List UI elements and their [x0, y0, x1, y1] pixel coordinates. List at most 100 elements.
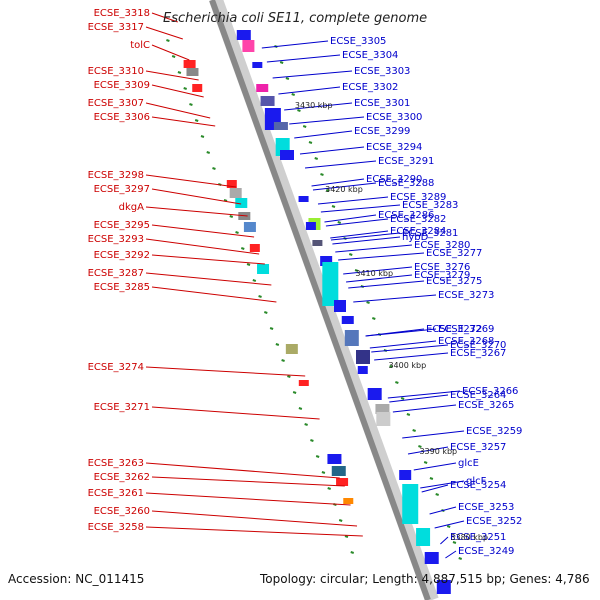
label-leader-right: [389, 394, 449, 403]
gene-label-left: ECSE_3293: [88, 234, 144, 245]
tick-left: [166, 39, 170, 42]
gene-label-left: ECSE_3307: [88, 98, 144, 109]
reverse-gene-feature: [229, 188, 242, 198]
gene-label-right: ECSE_3294: [366, 142, 422, 153]
kbp-marker-label: 3430 kbp: [295, 101, 333, 110]
label-leader-left: [145, 492, 351, 506]
forward-gene-feature: [322, 262, 339, 306]
gene-label-left: ECSE_3306: [94, 112, 150, 123]
label-leader-right: [346, 274, 413, 283]
tick-right: [406, 413, 411, 416]
gene-label-right: ECSE_3289: [390, 192, 446, 203]
gene-label-left: ECSE_3310: [88, 66, 144, 77]
label-leader-left: [151, 406, 320, 420]
tick-left: [338, 519, 343, 522]
tick-right: [302, 125, 307, 128]
tick-right: [291, 93, 295, 96]
gene-label-left: ECSE_3274: [88, 362, 144, 373]
reverse-gene-feature: [249, 244, 260, 252]
gene-label-left: ECSE_3271: [94, 402, 150, 413]
forward-gene-feature: [334, 300, 346, 312]
tick-right: [446, 525, 451, 528]
gene-label-right: glcE: [458, 458, 479, 469]
gene-label-left: ECSE_3263: [88, 458, 144, 469]
tick-right: [418, 445, 422, 448]
reverse-gene-feature: [257, 264, 270, 274]
gene-label-right: ECSE_3280: [414, 240, 470, 251]
forward-gene-feature: [260, 96, 275, 106]
tick-right: [348, 253, 353, 256]
gene-label-right: ECSE_3303: [354, 66, 410, 77]
forward-gene-feature: [402, 484, 419, 524]
label-leader-right: [335, 244, 413, 253]
tick-right: [366, 301, 370, 304]
tick-left: [304, 423, 308, 426]
forward-gene-feature: [305, 222, 316, 230]
gene-label-left: ECSE_3298: [88, 170, 144, 181]
gene-label-left: dkgA: [119, 202, 144, 213]
tick-left: [177, 71, 182, 74]
tick-left: [281, 359, 285, 362]
label-leader-left: [145, 174, 237, 188]
tick-right: [435, 493, 439, 496]
gene-label-right: glcF: [466, 476, 487, 487]
tick-right: [429, 477, 434, 480]
forward-gene-feature: [273, 122, 288, 130]
label-leader-left: [145, 366, 306, 377]
tick-left: [310, 439, 314, 442]
label-leader-left: [151, 84, 204, 98]
tick-left: [269, 327, 274, 330]
tick-left: [321, 471, 326, 474]
gene-label-right: ECSE_3277: [426, 248, 482, 259]
topology-text: Topology: circular; Length: 4,887,515 bp…: [260, 572, 590, 586]
label-leader-left: [145, 102, 211, 119]
tick-left: [194, 119, 199, 122]
tick-right: [308, 141, 313, 144]
tick-left: [212, 167, 216, 170]
label-leader-right: [387, 390, 461, 399]
forward-gene-feature: [298, 196, 309, 202]
label-leader-right: [304, 160, 377, 169]
kbp-marker-label: 3390 kbp: [419, 447, 457, 456]
kbp-marker-label: 3420 kbp: [325, 185, 363, 194]
gene-label-right: ECSE_3273: [438, 290, 494, 301]
tick-left: [275, 343, 280, 346]
forward-gene-feature: [367, 388, 382, 400]
tick-left: [223, 199, 228, 202]
gene-label-left: tolC: [130, 40, 150, 51]
tick-left: [189, 103, 193, 106]
label-leader-right: [369, 340, 437, 349]
gene-label-right: ECSE_3305: [330, 36, 386, 47]
label-leader-left: [151, 188, 242, 205]
forward-gene-feature: [252, 62, 263, 68]
reverse-gene-feature: [186, 68, 199, 76]
gene-label-right: ECSE_3276: [414, 262, 470, 273]
gene-label-right: ECSE_3253: [458, 502, 514, 513]
reverse-gene-feature: [285, 344, 298, 354]
tick-right: [285, 77, 290, 80]
label-leader-left: [145, 70, 199, 81]
label-leader-right: [311, 178, 365, 187]
gene-label-right: ECSE_3252: [466, 516, 522, 527]
kbp-marker-label: 3400 kbp: [388, 361, 426, 370]
forward-gene-feature: [320, 256, 333, 266]
genome-backbone: [209, 0, 439, 600]
tick-left: [240, 247, 245, 250]
label-leader-right: [348, 280, 425, 289]
tick-left: [229, 215, 234, 218]
label-leader-right: [284, 102, 353, 111]
label-leader-right: [324, 214, 377, 223]
forward-gene-feature: [375, 404, 390, 414]
tick-right: [423, 461, 428, 464]
gene-label-right: ECSE_3291: [378, 156, 434, 167]
label-leader-right: [445, 550, 457, 559]
reverse-gene-feature: [327, 454, 342, 464]
label-leader-left: [151, 44, 190, 61]
reverse-gene-feature: [226, 180, 237, 188]
forward-gene-feature: [357, 366, 368, 374]
gene-label-right: ECSE_3266: [462, 386, 518, 397]
gene-label-right: ECSE_3283: [402, 200, 458, 211]
forward-gene-feature: [256, 84, 269, 92]
label-leader-right: [374, 352, 449, 361]
tick-left: [183, 87, 187, 90]
